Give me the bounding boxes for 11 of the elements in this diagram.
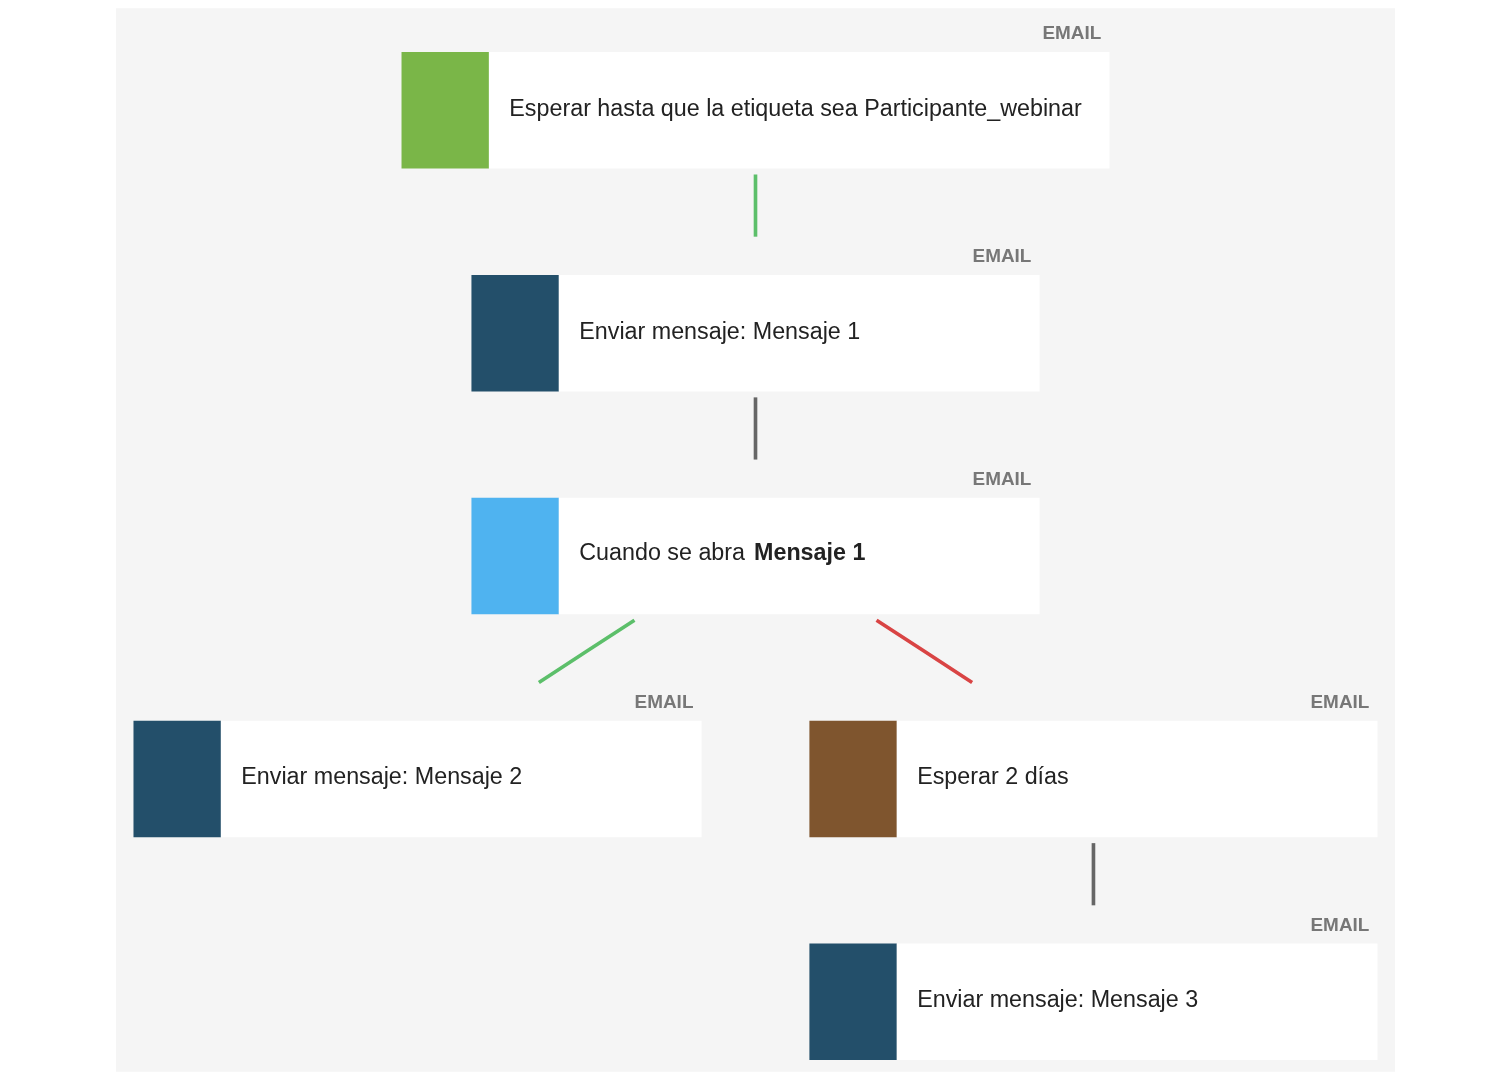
node-label: EMAIL <box>1310 691 1369 713</box>
node-label: EMAIL <box>972 245 1031 267</box>
connector <box>1091 843 1095 906</box>
connector <box>753 397 757 460</box>
connector <box>753 174 757 237</box>
connector <box>875 618 973 684</box>
node-label: EMAIL <box>972 468 1031 490</box>
node-label: EMAIL <box>1310 913 1369 935</box>
node-label: EMAIL <box>634 691 693 713</box>
connector <box>537 618 635 684</box>
node-label: EMAIL <box>1041 22 1101 44</box>
